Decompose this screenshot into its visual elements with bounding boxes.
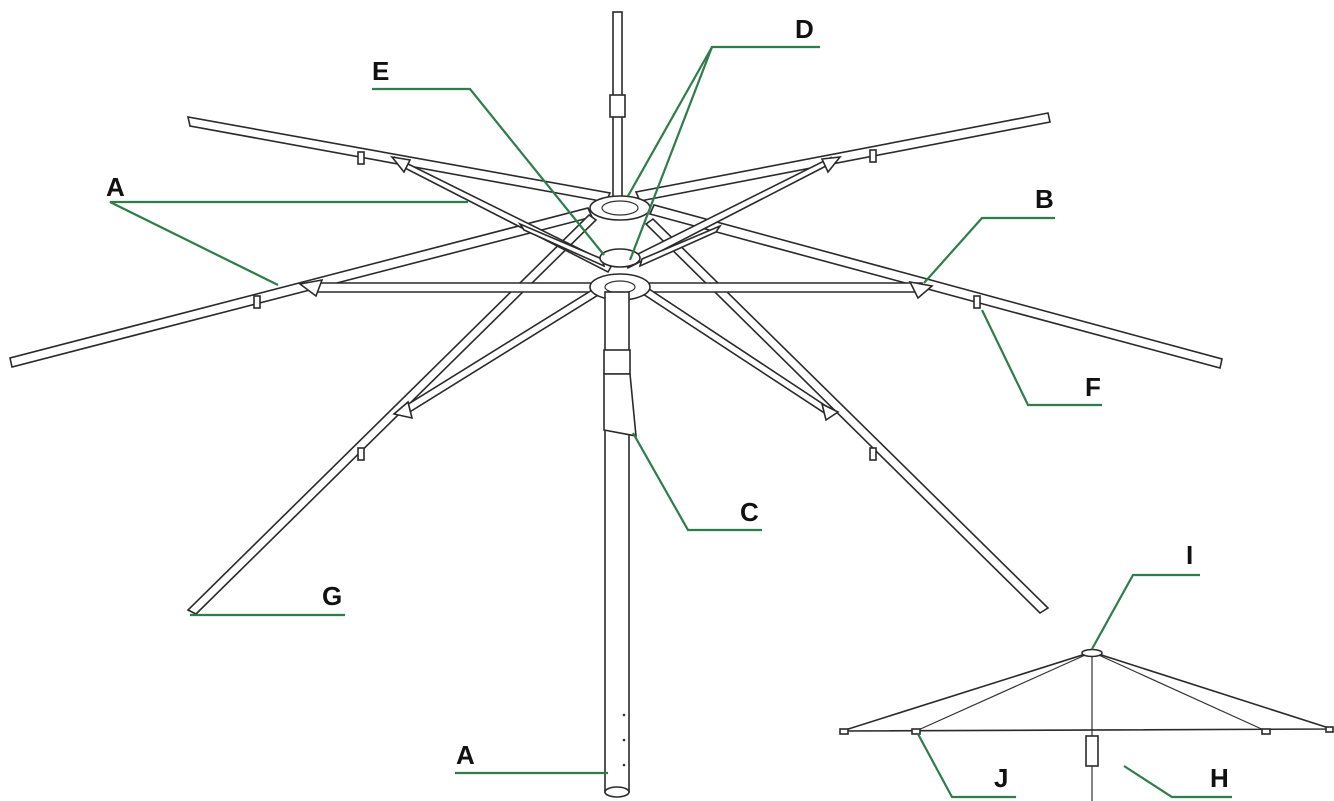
stretcher bbox=[644, 282, 923, 293]
label-a-upper: A bbox=[106, 172, 125, 202]
label-d: D bbox=[795, 14, 814, 44]
rib bbox=[634, 112, 1051, 202]
rib bbox=[648, 204, 1223, 369]
top-hub-inner bbox=[601, 200, 639, 216]
leader-b bbox=[923, 216, 1055, 284]
mast-clip bbox=[609, 94, 626, 118]
leader-c bbox=[632, 432, 762, 532]
leader-i bbox=[1091, 573, 1200, 650]
callout-labels: A B C D E F G H I J A bbox=[106, 14, 1229, 793]
canopy-tip bbox=[839, 728, 849, 735]
rib-clip bbox=[869, 149, 877, 163]
joint bbox=[392, 400, 414, 420]
leader-d-branch bbox=[627, 46, 713, 197]
leader-j bbox=[917, 733, 1016, 799]
canopy-runner bbox=[1085, 735, 1099, 767]
rib-clip bbox=[357, 151, 365, 165]
leader-lines bbox=[109, 45, 1232, 799]
canopy-finial bbox=[1081, 648, 1103, 658]
canopy-panel-line bbox=[1091, 651, 1267, 732]
canopy-side-view bbox=[839, 648, 1334, 801]
canopy-panel-line bbox=[915, 651, 1093, 732]
joint bbox=[390, 155, 412, 174]
runner-upper bbox=[599, 248, 641, 268]
label-c: C bbox=[740, 497, 759, 527]
joint bbox=[908, 280, 934, 300]
pole-latch bbox=[603, 373, 637, 437]
label-g: G bbox=[322, 581, 342, 611]
leader-e bbox=[372, 87, 605, 256]
rib-joints bbox=[253, 149, 981, 461]
stretcher bbox=[311, 282, 599, 293]
label-e: E bbox=[372, 56, 389, 86]
rib-clip bbox=[253, 295, 261, 309]
rib-clip bbox=[973, 295, 981, 309]
top-hub bbox=[589, 195, 651, 221]
canopy-tip bbox=[1325, 726, 1334, 733]
label-b: B bbox=[1035, 184, 1054, 214]
rib-clip bbox=[869, 447, 877, 461]
label-a-pole: A bbox=[456, 740, 475, 770]
canopy-tip bbox=[911, 728, 921, 735]
leader-h bbox=[1123, 765, 1232, 799]
pole-end bbox=[604, 786, 630, 798]
rib-clip bbox=[357, 447, 365, 461]
leader-f bbox=[981, 309, 1102, 407]
rib bbox=[644, 217, 1050, 615]
stretchers bbox=[311, 156, 923, 415]
canopy-tip bbox=[1261, 728, 1271, 735]
stretcher bbox=[517, 222, 606, 268]
canopy bbox=[841, 651, 1333, 732]
leader-a-upper bbox=[109, 200, 468, 286]
joint bbox=[820, 155, 842, 174]
umbrella-frame bbox=[9, 11, 1223, 798]
label-j: J bbox=[994, 763, 1008, 793]
joint bbox=[298, 278, 324, 298]
pole-collar bbox=[603, 349, 631, 375]
joint bbox=[820, 402, 840, 422]
rib bbox=[186, 213, 598, 615]
stretcher bbox=[638, 224, 723, 268]
pole-holes bbox=[622, 713, 626, 767]
label-f: F bbox=[1085, 372, 1101, 402]
ribs bbox=[9, 112, 1223, 615]
label-i: I bbox=[1186, 540, 1193, 570]
label-h: H bbox=[1210, 763, 1229, 793]
